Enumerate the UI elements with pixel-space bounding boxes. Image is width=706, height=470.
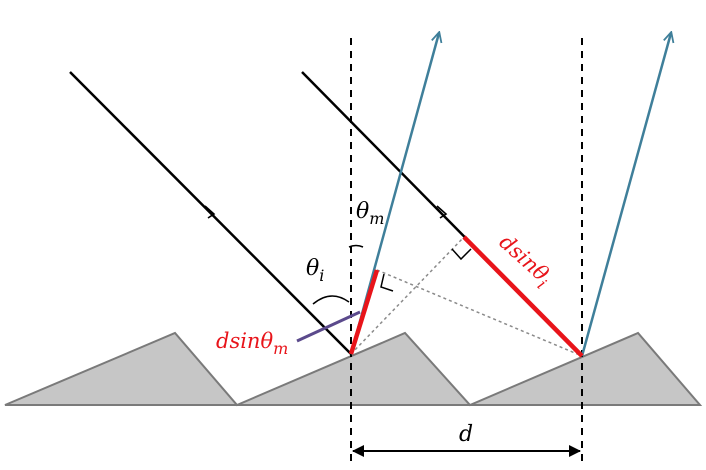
path-difference-incident xyxy=(462,235,584,358)
incident-ray-1 xyxy=(69,71,352,355)
incident-direction-arrow-2 xyxy=(436,205,448,219)
diffracted-ray-2 xyxy=(580,33,671,357)
label-theta-i: θi xyxy=(306,256,324,285)
path-difference-diffracted xyxy=(348,269,380,355)
right-angle-marker xyxy=(451,248,472,261)
incident-direction-arrow-1 xyxy=(204,205,216,219)
dotted-construction-line xyxy=(376,269,583,357)
label-dsin-theta-m: dsinθm xyxy=(216,329,288,358)
label-grating-period: d xyxy=(459,422,473,447)
grating-profile xyxy=(4,331,703,407)
angle-arc-theta-i xyxy=(312,295,350,305)
label-dsin-theta-i: dsinθi xyxy=(491,230,557,293)
label-theta-m: θm xyxy=(356,199,384,228)
angle-arc-theta-m xyxy=(348,244,364,248)
incident-wavefront-segment xyxy=(296,310,361,343)
right-angle-marker xyxy=(380,273,394,292)
